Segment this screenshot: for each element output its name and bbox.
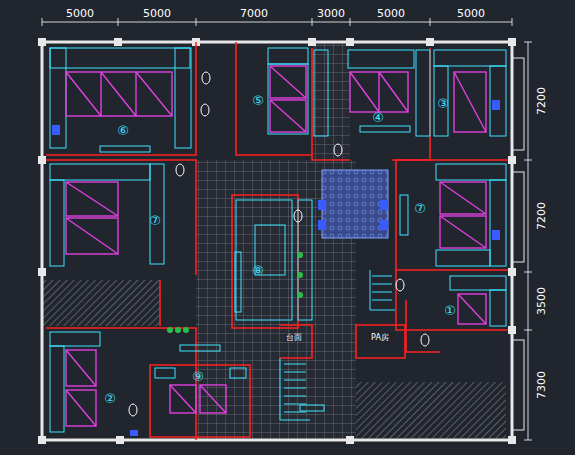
dimension: 5000 [66,8,94,19]
room-number: ⑥ [117,124,129,137]
room-note: 台面 [285,334,303,342]
dimension: 3500 [536,287,547,315]
planters [167,252,303,333]
room-number: ⑤ [252,94,264,107]
room-number: ⑨ [192,370,204,383]
dimension: 5000 [143,8,171,19]
room-number: ① [444,304,456,317]
sanitary [129,72,429,416]
room-number: ⑧ [252,264,264,277]
furniture [50,48,506,432]
dimension: 7200 [536,202,547,230]
room-walls [46,42,508,440]
chairs [52,100,500,436]
room-number: ③ [437,97,449,110]
room-note: PA房 [370,334,390,342]
dimension: 5000 [377,8,405,19]
room-number: ② [104,392,116,405]
room-number: ⑦ [414,202,426,215]
dimension: 5000 [457,8,485,19]
dimension: 7300 [536,371,547,399]
beds [66,66,486,426]
dimension: 3000 [317,8,345,19]
dimension: 7200 [536,87,547,115]
dimension-lines [42,18,532,440]
room-number: ④ [372,111,384,124]
room-number: ⑦ [149,214,161,227]
dimension: 7000 [240,8,268,19]
